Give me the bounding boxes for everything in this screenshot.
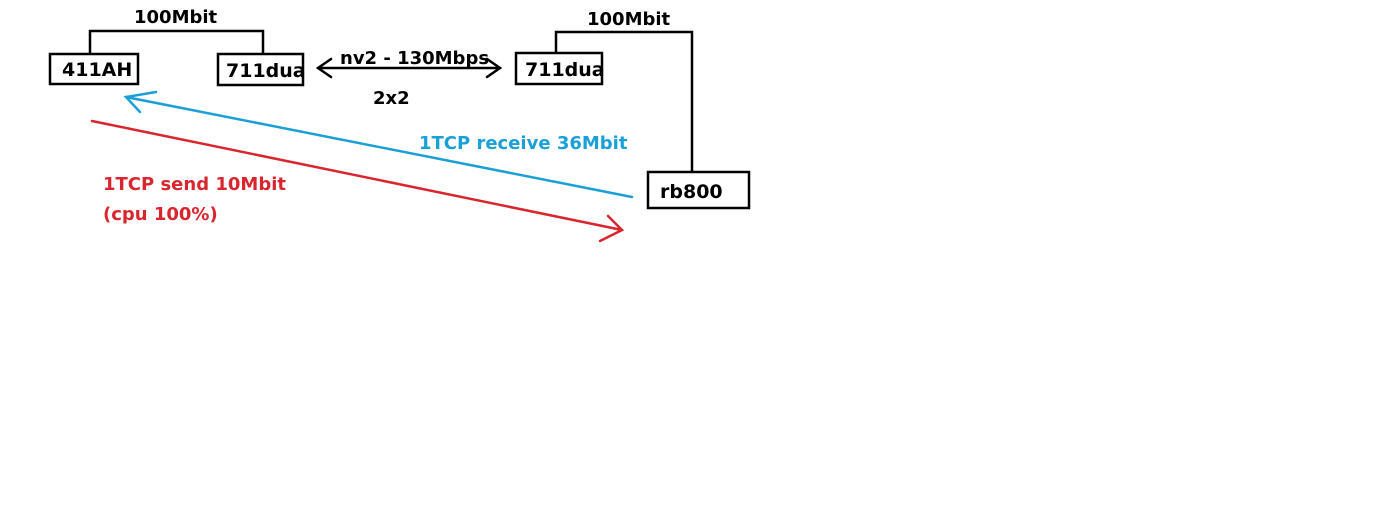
send-flow-label: 1TCP send 10Mbit	[103, 174, 286, 195]
node-711dua-left-label: 711dua	[226, 60, 306, 82]
receive-flow-arrow	[123, 90, 634, 199]
node-rb800-label: rb800	[660, 181, 723, 203]
wireless-protocol-label: nv2 - 130Mbps	[340, 48, 489, 69]
wireless-link-arrow	[315, 57, 503, 79]
node-411ah-label: 411AH	[62, 59, 132, 81]
node-711dua-right-label: 711dua	[525, 59, 605, 81]
receive-flow-label: 1TCP receive 36Mbit	[419, 133, 628, 154]
wireless-streams-label: 2x2	[373, 88, 410, 109]
node-711dua-left: 711dua	[216, 52, 306, 87]
right-ethernet-label: 100Mbit	[587, 9, 671, 30]
node-rb800: rb800	[646, 170, 751, 210]
left-ethernet-link	[88, 29, 265, 54]
left-ethernet-label: 100Mbit	[134, 7, 218, 28]
right-ethernet-link	[554, 30, 694, 172]
send-flow-note: (cpu 100%)	[103, 204, 218, 225]
send-flow-arrow	[90, 119, 625, 243]
node-411ah: 411AH	[48, 52, 140, 86]
node-711dua-right: 711dua	[514, 51, 605, 86]
